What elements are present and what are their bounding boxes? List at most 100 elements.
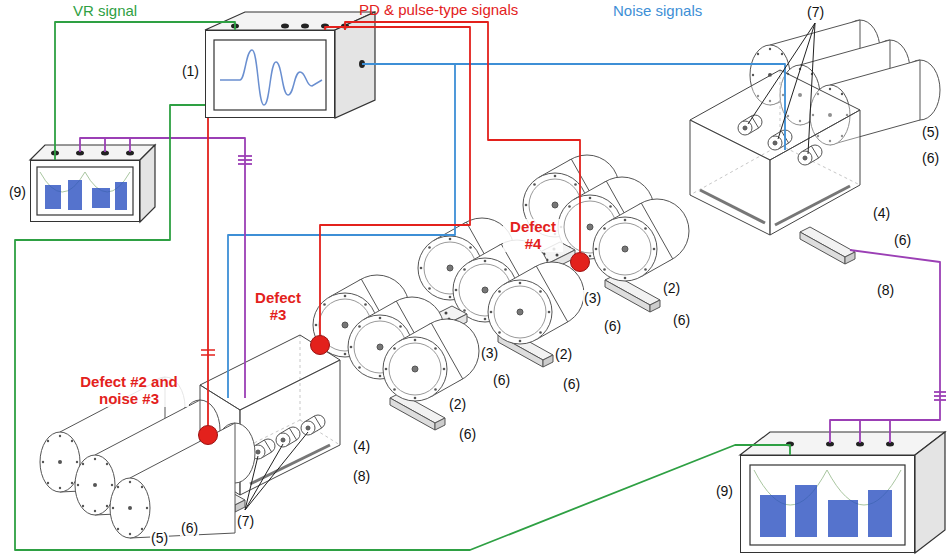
callout-number: (5)	[150, 530, 169, 546]
callout-number: (7)	[236, 513, 255, 529]
pd-analyzer-body	[760, 485, 892, 537]
pd-analyzer-body	[30, 145, 155, 222]
callout-number: (6)	[672, 312, 691, 328]
pd-analyzer: (9)	[740, 455, 915, 553]
oscilloscope-body	[205, 30, 335, 118]
defect-label: Defect #3	[251, 290, 305, 323]
leader-line	[748, 23, 815, 124]
sensor-wire	[238, 159, 252, 161]
signal-cable	[207, 118, 209, 425]
pd-analyzer-body	[30, 160, 140, 222]
callout-number: (9)	[716, 484, 733, 499]
gas-cylinder-group	[110, 423, 255, 538]
signal-title: PD & pulse-type signals	[358, 1, 519, 18]
gis-housing	[700, 190, 765, 223]
signal-title: VR signal	[72, 2, 138, 19]
pd-analyzer-body	[868, 490, 892, 537]
leader-line	[245, 432, 308, 510]
sensor-wire	[830, 250, 940, 443]
pd-analyzer-body	[115, 182, 127, 210]
sensor-wire	[238, 163, 252, 165]
defect-label: Defect #4	[503, 219, 563, 252]
gis-housing	[690, 70, 860, 235]
gis-housing	[775, 186, 850, 225]
callout-number: (6)	[180, 520, 199, 536]
callout-number: (5)	[921, 124, 940, 140]
pd-analyzer-body	[795, 485, 817, 537]
callout-number: (8)	[876, 282, 895, 298]
sensor-wire	[934, 391, 946, 393]
callout-number: (6)	[893, 232, 912, 248]
callout-number: (6)	[921, 150, 940, 166]
sensor-wire	[80, 138, 245, 398]
sensor-wire	[104, 138, 106, 152]
pd-analyzer-body	[45, 185, 61, 209]
sensor-wire	[129, 138, 131, 152]
signal-title: Noise signals	[612, 2, 703, 19]
callout-number: (4)	[352, 438, 371, 454]
callout-number: (1)	[182, 64, 199, 79]
internal-component	[738, 115, 762, 135]
sensor-wire	[934, 399, 946, 401]
callout-number: (3)	[480, 345, 499, 361]
pd-analyzer-body	[740, 455, 915, 553]
sensor-wire	[859, 420, 861, 443]
oscilloscope-body	[220, 50, 322, 105]
pd-analyzer-body	[740, 432, 945, 455]
defect-marker: Defect #4	[570, 252, 590, 272]
pd-analyzer-body	[45, 180, 127, 210]
internal-component	[251, 415, 325, 459]
defect-marker: Defect #2 and noise #3	[198, 425, 218, 445]
callout-number: (6)	[562, 376, 581, 392]
signal-cable	[345, 22, 580, 252]
gis-housing	[690, 120, 770, 235]
pd-analyzer-body	[740, 432, 945, 553]
pd-analyzer-body	[92, 188, 110, 208]
sensor-wire	[889, 420, 891, 443]
gis-module	[488, 262, 584, 344]
pd-analyzer-body	[750, 465, 905, 545]
callout-number: (6)	[492, 372, 511, 388]
sensor-wire	[80, 138, 946, 443]
gis-module	[593, 199, 689, 281]
pd-analyzer: (9)	[30, 160, 140, 222]
sensor-wire	[934, 395, 946, 397]
callout-number: (2)	[554, 346, 573, 362]
gis-module	[383, 319, 479, 401]
callout-number: (4)	[872, 205, 891, 221]
internal-component	[301, 415, 325, 435]
sensor-wire	[238, 155, 252, 157]
callout-number: (6)	[603, 318, 622, 334]
pd-analyzer-body	[915, 432, 945, 553]
oscilloscope: (1)	[205, 30, 335, 118]
callout-number: (8)	[352, 468, 371, 484]
internal-component	[798, 145, 822, 165]
noise-wire	[228, 64, 455, 398]
oscilloscope-body	[281, 24, 289, 29]
support	[800, 227, 855, 264]
gis-housing	[240, 360, 340, 495]
leader-line	[245, 23, 815, 510]
callout-number: (3)	[583, 290, 602, 306]
pd-analyzer-body	[51, 151, 134, 156]
pd-analyzer-body	[30, 145, 155, 160]
callout-number: (2)	[448, 396, 467, 412]
pd-analyzer-body	[786, 442, 894, 447]
callout-number: (2)	[662, 280, 681, 296]
pd-analyzer-body	[37, 167, 133, 215]
signal-cable	[15, 105, 790, 550]
oscilloscope-body	[301, 24, 309, 29]
oscilloscope-body	[214, 40, 326, 110]
callout-number: (9)	[9, 185, 26, 200]
noise-wire	[455, 64, 785, 150]
internal-component	[276, 427, 300, 447]
gis-housing	[770, 110, 860, 235]
leader-line	[808, 23, 815, 154]
defect-label: Defect #2 and noise #3	[69, 374, 189, 407]
callout-number: (6)	[458, 426, 477, 442]
signal-cable	[320, 27, 470, 335]
defect-marker: Defect #3	[310, 335, 330, 355]
